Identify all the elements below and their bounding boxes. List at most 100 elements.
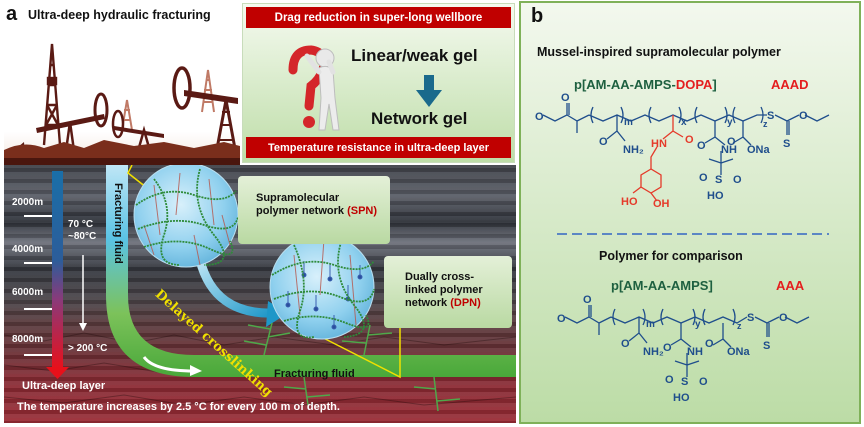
sulfur-atom: S	[783, 138, 790, 150]
dpn-line1: Dually cross-	[405, 271, 475, 283]
oxygen-atom: O	[561, 93, 570, 104]
polymer2-abbreviation: AAA	[776, 278, 805, 293]
spn-abbr: (SPN)	[347, 205, 378, 217]
subscript-x: x	[681, 117, 687, 128]
subscript-z: z	[737, 321, 742, 331]
polymer1-abbreviation: AAAD	[771, 77, 809, 92]
transition-arrow	[195, 258, 275, 318]
polymer1-name-dopa: DOPA	[675, 77, 713, 92]
sulfur-atom: S	[763, 340, 770, 352]
subscript-m: m	[646, 319, 655, 330]
sodium-carboxylate-label: ONa	[747, 144, 771, 156]
dpn-text: network	[405, 297, 451, 309]
aaad-structure: O O m x y z O NH₂ O NH O ONa O S O HO S …	[535, 93, 830, 210]
oxygen-atom: O	[535, 111, 544, 123]
ultra-deep-layer-label: Ultra-deep layer	[22, 380, 106, 392]
fracture-branches	[243, 322, 461, 412]
sulfur-atom: S	[767, 110, 774, 122]
spn-callout: Supramolecular polymer network (SPN)	[238, 176, 390, 244]
drag-reduction-banner: Drag reduction in super-long wellbore	[246, 7, 511, 28]
temperature-resistance-banner: Temperature resistance in ultra-deep lay…	[246, 137, 511, 158]
fracturing-fluid-pipe	[106, 165, 516, 377]
polymer1-name-main: p[AM-AA-AMPS-	[574, 77, 676, 92]
temperature-footnote: The temperature increases by 2.5 °C for …	[17, 401, 340, 413]
supramolecular-polymer-title: Mussel-inspired supramolecular polymer	[537, 45, 781, 59]
panel-letter-b: b	[531, 5, 544, 27]
oxygen-atom: O	[727, 136, 736, 148]
panel-a: a Ultra-deep hydraulic fracturing	[4, 3, 516, 423]
oxygen-atom: O	[583, 295, 592, 306]
polymer2-name: p[AM-AA-AMPS]	[611, 278, 713, 293]
depth-tick	[24, 308, 52, 310]
spn-text: polymer network	[256, 205, 348, 217]
panel-a-title: Ultra-deep hydraulic fracturing	[28, 8, 211, 22]
spn-network-bubble	[133, 165, 239, 268]
oxygen-atom: O	[799, 110, 808, 122]
comparison-polymer-title: Polymer for comparison	[599, 249, 743, 263]
arrow-down-icon	[416, 75, 442, 107]
sulfur-atom: S	[715, 174, 722, 186]
sulfur-atom: S	[681, 376, 688, 388]
amps-nh-label: NH	[687, 346, 703, 358]
depth-tick	[24, 215, 52, 217]
aaa-structure: O O m y z O NH₂ O NH O ONa O S O HO S O …	[557, 295, 810, 404]
subscript-y: y	[695, 319, 701, 330]
sulfonic-oh-label: HO	[673, 392, 690, 404]
oxygen-atom: O	[663, 342, 672, 354]
polymer1-name: p[AM-AA-AMPS-DOPA]	[574, 77, 717, 92]
amide-label: NH₂	[643, 346, 664, 358]
subscript-z: z	[763, 119, 768, 129]
dpn-callout: Dually cross- linked polymer network (DP…	[384, 256, 512, 328]
dpn-line2: linked polymer	[405, 284, 483, 296]
sulfur-atom: S	[747, 312, 754, 324]
oxygen-atom: O	[697, 140, 706, 152]
amps-nh-label: NH	[721, 144, 737, 156]
oxygen-atom: O	[699, 172, 708, 184]
depth-tick	[24, 354, 52, 356]
dopa-nh-label: HN	[651, 138, 667, 150]
subscript-m: m	[624, 117, 633, 128]
oilfield-illustration	[4, 30, 240, 165]
depth-label: 6000m	[12, 287, 44, 298]
oxygen-atom: O	[705, 338, 714, 350]
geological-section: 2000m 4000m 6000m 8000m 70 °C ~80°C > 20…	[4, 165, 516, 423]
oxygen-atom: O	[699, 376, 708, 388]
dopa-hydroxyl-label: HO	[621, 196, 638, 208]
depth-label: 2000m	[12, 197, 44, 208]
sulfonic-oh-label: HO	[707, 190, 724, 202]
start-temperature-label: 70 °C ~80°C	[68, 219, 96, 243]
temperature-gradient-bar	[52, 171, 63, 369]
sodium-carboxylate-label: ONa	[727, 346, 751, 358]
end-temperature-label: > 200 °C	[68, 343, 108, 354]
spn-line1: Supramolecular	[256, 192, 340, 204]
depth-label: 8000m	[12, 334, 44, 345]
flow-arrow	[142, 356, 195, 373]
thinking-figure-icon	[288, 45, 340, 131]
arrow-down-icon	[46, 367, 69, 379]
dpn-network-bubble	[269, 234, 375, 340]
oxygen-atom: O	[733, 174, 742, 186]
oxygen-atom: O	[779, 312, 788, 324]
arrow-down-icon	[79, 323, 87, 331]
subscript-y: y	[727, 117, 733, 128]
arrow-right-icon	[190, 365, 202, 376]
fracturing-fluid-vertical-label: Fracturing fluid	[112, 183, 124, 264]
panel-b: b Mussel-inspired supramolecular polymer…	[519, 1, 861, 424]
geology-graphics	[4, 165, 516, 412]
gel-concept-box: Drag reduction in super-long wellbore Li…	[242, 3, 515, 163]
oxygen-atom: O	[685, 134, 694, 146]
zoom-line	[289, 313, 401, 379]
dopa-hydroxyl-label: OH	[653, 198, 670, 210]
temperature-line1: 70 °C	[68, 219, 94, 230]
linear-gel-label: Linear/weak gel	[351, 46, 478, 65]
dpn-line3: network (DPN)	[405, 297, 512, 310]
spn-line2: polymer network (SPN)	[256, 205, 390, 218]
network-gel-label: Network gel	[371, 109, 468, 128]
panel-letter-a: a	[6, 3, 18, 25]
oxygen-atom: O	[621, 338, 630, 350]
oxygen-atom: O	[665, 374, 674, 386]
dpn-abbr: (DPN)	[450, 297, 481, 309]
depth-label: 4000m	[12, 244, 44, 255]
amide-label: NH₂	[623, 144, 644, 156]
fracturing-fluid-horizontal-label: Fracturing fluid	[274, 368, 355, 380]
